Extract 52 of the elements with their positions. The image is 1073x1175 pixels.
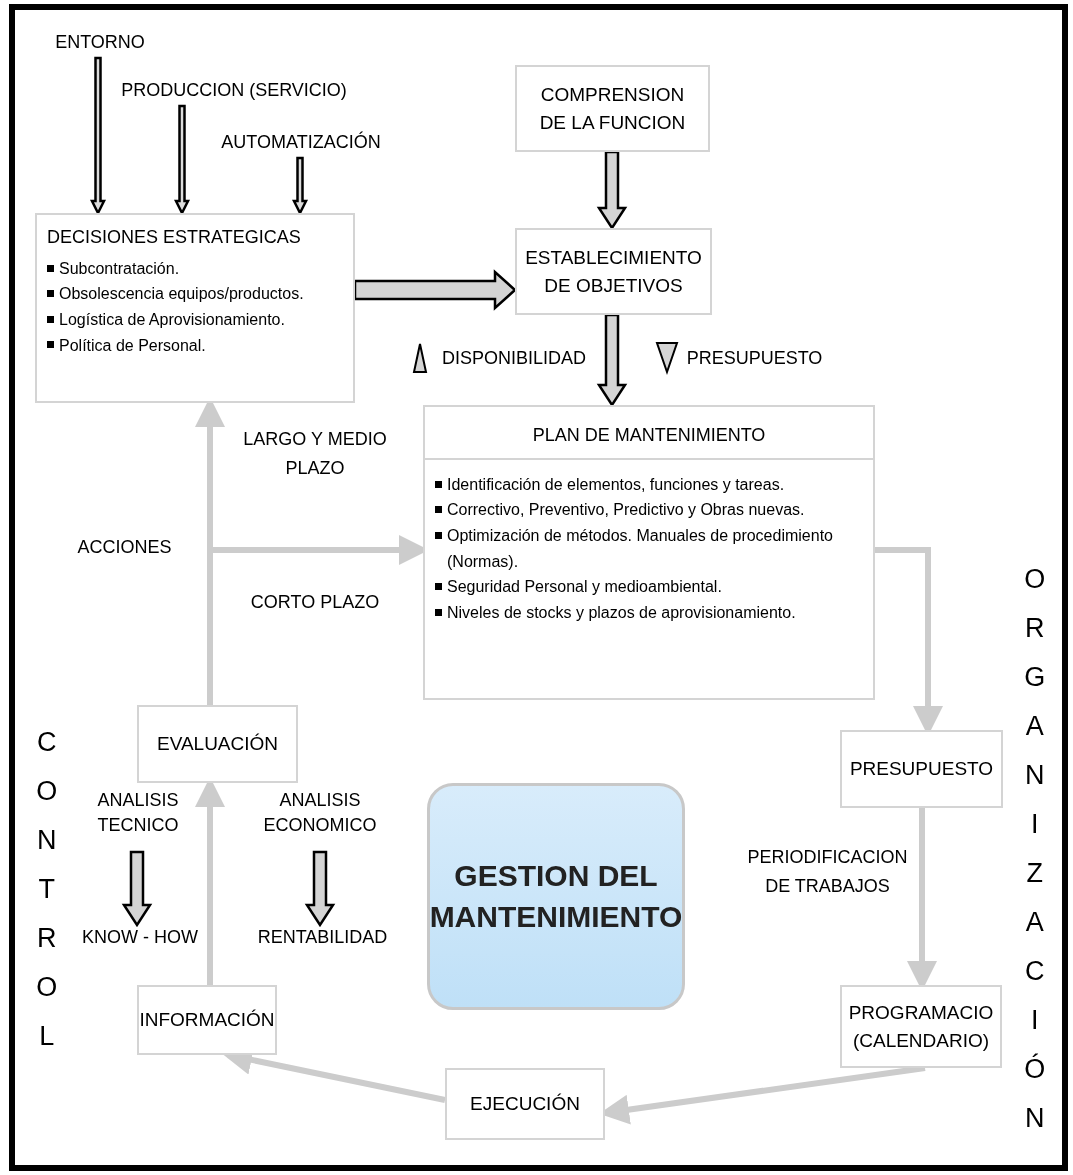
block-arrow (304, 850, 336, 928)
annotation-label: LARGO Y MEDIO PLAZO (242, 428, 388, 480)
bullet-item: Subcontratación. (47, 255, 343, 282)
vertical-heading: ORGANIZACIÓN (1024, 563, 1046, 1135)
arrow (173, 104, 191, 216)
process-box (840, 730, 1003, 808)
central-title: GESTION DEL MANTENIMIENTO (429, 858, 683, 935)
box-title: PRESUPUESTO (849, 757, 994, 782)
arrow (89, 56, 107, 216)
factor-label: AUTOMATIZACIÓN (215, 130, 387, 158)
annotation-label: PERIODIFICACION DE TRABAJOS (746, 846, 909, 898)
bullet-item: Logística de Aprovisionamiento. (47, 307, 343, 333)
bullet-item: Seguridad Personal y medioambiental. (435, 574, 863, 600)
annotation-label: CORTO PLAZO (249, 591, 381, 614)
block-arrow (353, 269, 517, 311)
annotation-label: PRESUPUESTO (685, 347, 824, 370)
block-arrow (596, 313, 628, 408)
box-title: DECISIONES ESTRATEGICAS (47, 226, 302, 249)
block-arrow (596, 150, 628, 231)
factor-label: PRODUCCION (SERVICIO) (118, 78, 350, 106)
bullet-item: Identificación de elementos, funciones y tareas. (435, 471, 863, 498)
process-box (35, 213, 355, 403)
bullet-item: Niveles de stocks y plazos de aprovisionamiento. (435, 599, 863, 626)
factor-label: ENTORNO (50, 30, 150, 58)
process-box (137, 985, 277, 1055)
process-box (137, 705, 298, 783)
process-box (515, 65, 710, 152)
bullet-item: Política de Personal. (47, 332, 343, 359)
box-title: INFORMACIÓN (139, 1008, 275, 1033)
factor-label: ANALISIS ECONOMICO (255, 788, 385, 852)
box-title: EVALUACIÓN (156, 732, 279, 757)
factor-label: RENTABILIDAD (250, 925, 395, 955)
box-title: PROGRAMACIO (CALENDARIO) (848, 1000, 994, 1053)
bullet-item: Correctivo, Preventivo, Predictivo y Obras nuevas. (435, 497, 863, 523)
annotation-label: ACCIONES (76, 536, 173, 559)
box-title: COMPRENSION DE LA FUNCION (538, 82, 687, 135)
vertical-heading: CONTROL (36, 726, 58, 1053)
process-box (515, 228, 712, 315)
factor-label: KNOW - HOW (78, 925, 202, 955)
central-title-box (427, 783, 685, 1010)
process-box (423, 405, 875, 700)
factor-label: ANALISIS TECNICO (88, 788, 188, 852)
box-title: ESTABLECIMIENTO DE OBJETIVOS (525, 245, 702, 298)
annotation-label: DISPONIBILIDAD (440, 347, 587, 370)
block-arrow (121, 850, 153, 928)
arrow (291, 156, 309, 216)
process-box (445, 1068, 605, 1140)
process-box (840, 985, 1002, 1068)
box-title: PLAN DE MANTENIMIENTO (425, 415, 873, 460)
bullet-item: Obsolescencia equipos/productos. (47, 281, 343, 307)
bullet-item: Optimización de métodos. Manuales de procedimiento (Normas). (435, 523, 863, 575)
box-title: EJECUCIÓN (470, 1092, 580, 1117)
